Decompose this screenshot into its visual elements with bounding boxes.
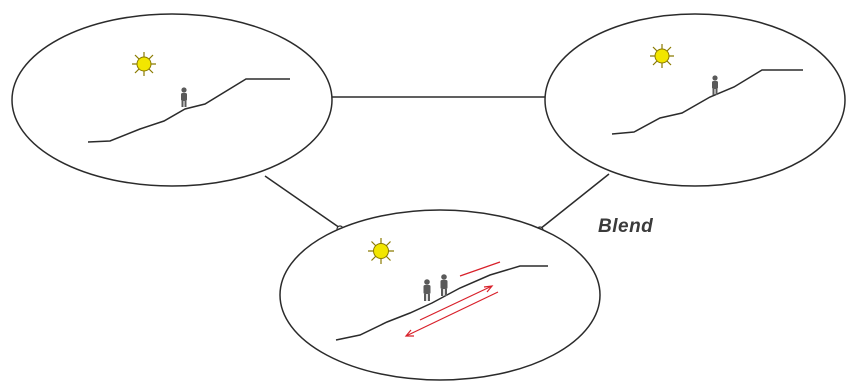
- sun-icon: [368, 238, 394, 264]
- sun-icon: [650, 44, 674, 68]
- connector-left-to-bottom: [265, 176, 340, 228]
- blend-label: Blend: [598, 216, 653, 238]
- panel-right-circle: [545, 14, 845, 186]
- panel-bottom-circle: [280, 210, 600, 380]
- panel-left: [12, 14, 332, 186]
- panel-bottom: [280, 210, 600, 380]
- panel-right: [545, 14, 845, 186]
- sun-icon: [132, 52, 156, 76]
- panel-left-circle: [12, 14, 332, 186]
